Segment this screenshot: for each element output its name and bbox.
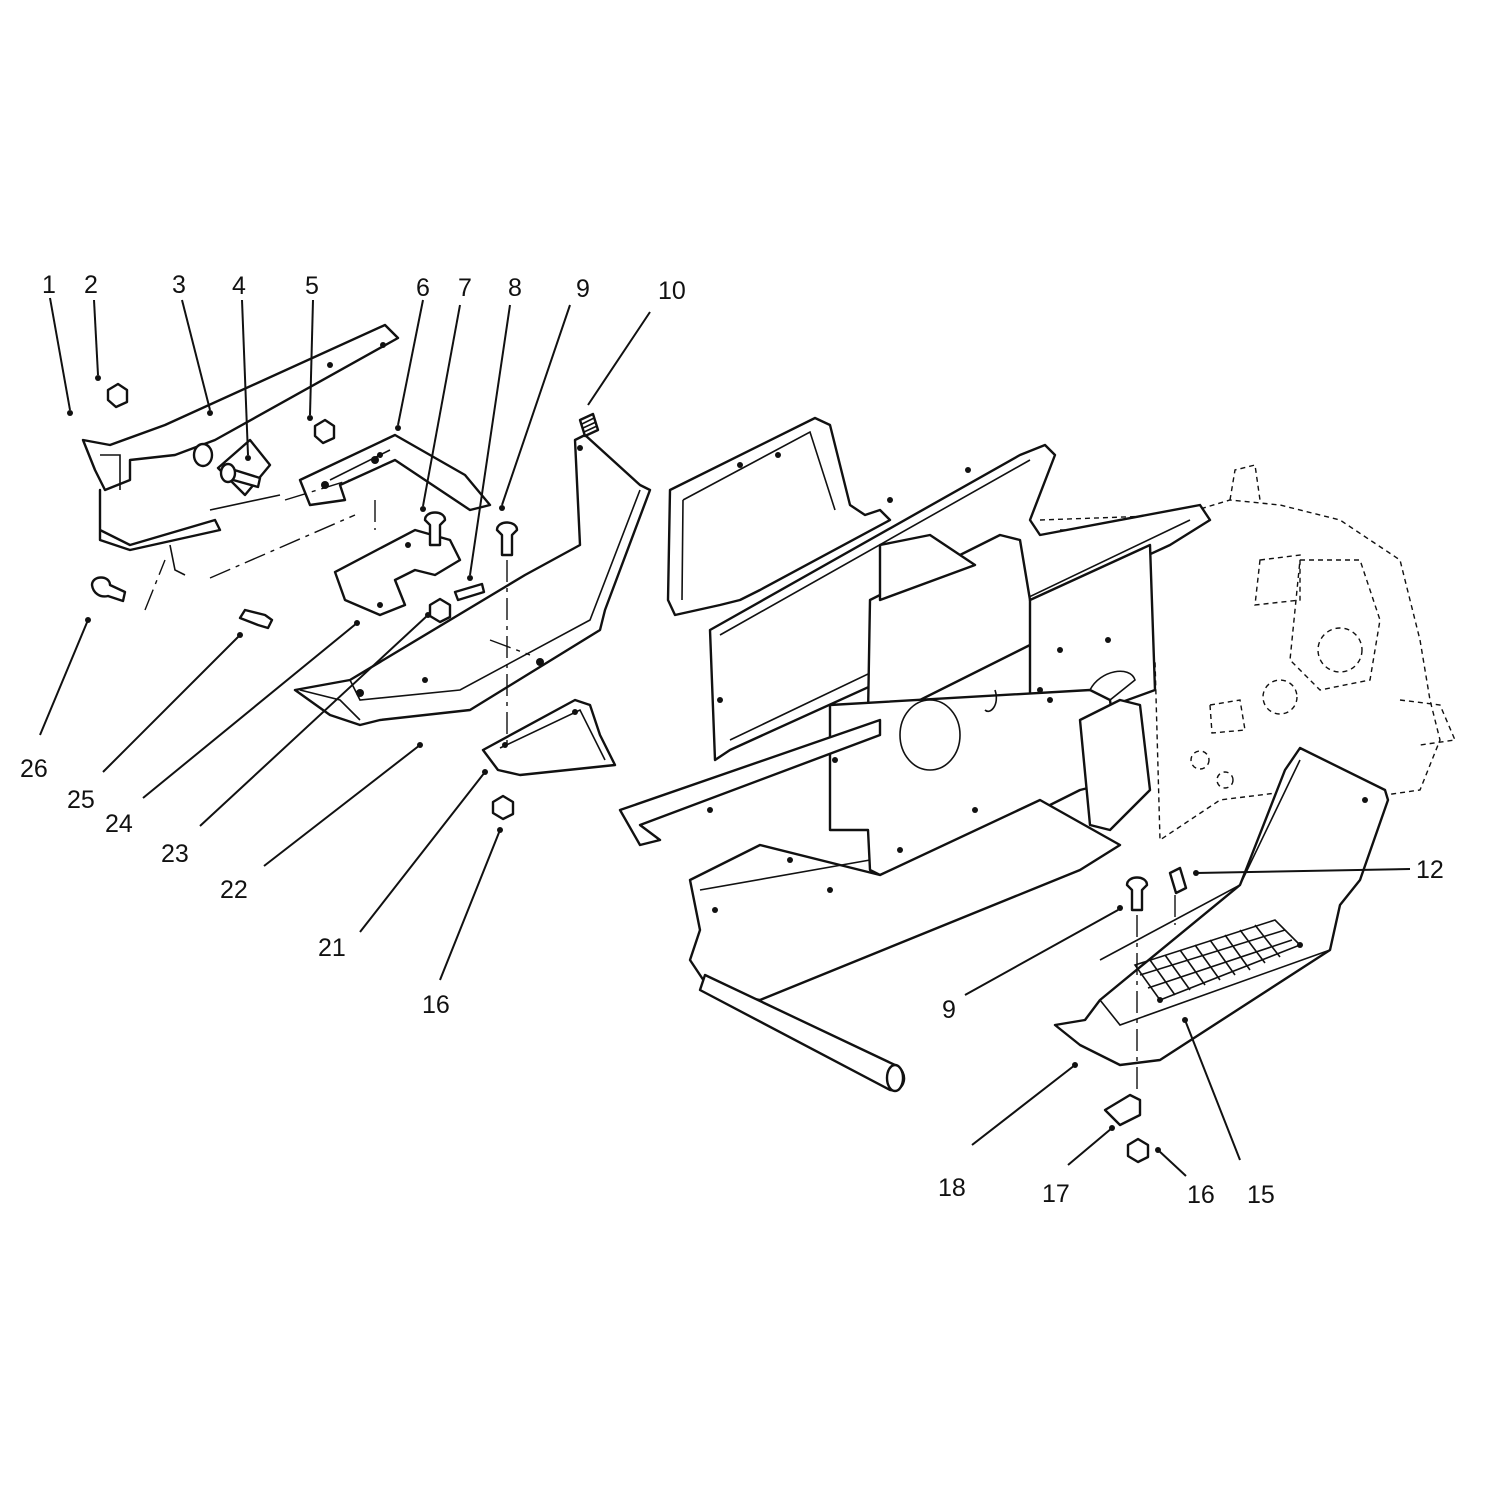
leader-21 xyxy=(359,771,486,933)
callout-26: 26 xyxy=(20,755,48,783)
callout-9a: 9 xyxy=(576,275,590,303)
hardware xyxy=(90,382,1188,1164)
leader-9a xyxy=(501,304,571,506)
main-frame xyxy=(618,416,1212,1093)
leader-18 xyxy=(971,1064,1076,1146)
right-footrest xyxy=(1053,746,1390,1067)
callout-24: 24 xyxy=(105,810,133,838)
leader-24 xyxy=(142,622,358,799)
callout-21: 21 xyxy=(318,934,346,962)
leader-lines xyxy=(39,297,1411,1177)
callout-18: 18 xyxy=(938,1174,966,1202)
leader-7 xyxy=(422,304,461,507)
leader-12 xyxy=(1195,868,1411,874)
leader-22 xyxy=(263,744,421,867)
callout-25: 25 xyxy=(67,786,95,814)
callout-4: 4 xyxy=(232,272,246,300)
leader-23 xyxy=(199,614,429,827)
callout-10: 10 xyxy=(658,277,686,305)
callout-16b: 16 xyxy=(1187,1181,1215,1209)
callout-7: 7 xyxy=(458,274,472,302)
leader-1 xyxy=(49,297,71,411)
callout-8: 8 xyxy=(508,274,522,302)
bracket-6 xyxy=(298,433,492,512)
left-footrest xyxy=(293,433,652,727)
callout-labels: 1 2 3 4 5 6 7 8 9 10 12 9 26 25 24 23 22… xyxy=(20,271,1444,1209)
callout-23: 23 xyxy=(161,840,189,868)
leader-26 xyxy=(39,619,89,736)
leader-2 xyxy=(93,299,99,376)
leader-8 xyxy=(469,304,511,576)
leader-17 xyxy=(1067,1127,1113,1166)
bracket-21 xyxy=(481,698,617,777)
callout-17: 17 xyxy=(1042,1180,1070,1208)
center-lines xyxy=(144,479,1176,1090)
leader-dots xyxy=(67,375,1199,1153)
callout-9b: 9 xyxy=(942,996,956,1024)
leader-4 xyxy=(241,299,249,456)
leader-10 xyxy=(587,311,651,406)
callout-2: 2 xyxy=(84,271,98,299)
callout-16a: 16 xyxy=(422,991,450,1019)
callout-12: 12 xyxy=(1416,856,1444,884)
leader-16b xyxy=(1157,1149,1187,1177)
callout-1: 1 xyxy=(42,271,56,299)
callout-5: 5 xyxy=(305,272,319,300)
callout-15: 15 xyxy=(1247,1181,1275,1209)
leader-25 xyxy=(102,634,241,773)
leader-9b xyxy=(964,909,1119,996)
leader-15 xyxy=(1184,1019,1241,1161)
leader-16a xyxy=(439,829,501,981)
callout-6: 6 xyxy=(416,274,430,302)
leader-5 xyxy=(309,299,314,416)
callout-3: 3 xyxy=(172,271,186,299)
leader-3 xyxy=(181,299,211,411)
callout-22: 22 xyxy=(220,876,248,904)
leader-6 xyxy=(397,299,424,426)
